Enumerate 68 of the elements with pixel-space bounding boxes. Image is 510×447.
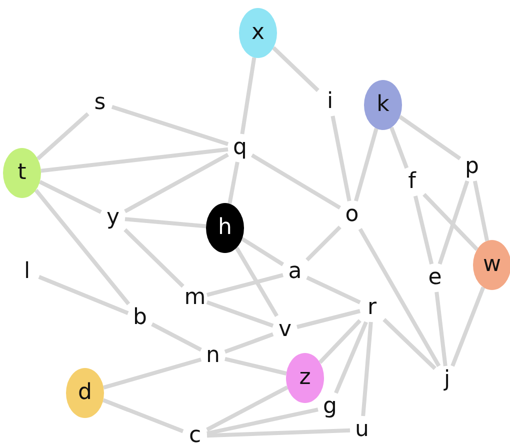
edge-line xyxy=(354,128,378,202)
edge-line xyxy=(450,286,486,367)
edge-line xyxy=(422,193,479,251)
edge-line xyxy=(361,322,373,416)
edge-line xyxy=(382,318,436,370)
edge-line xyxy=(228,162,240,204)
node-label: r xyxy=(360,294,384,322)
edge-line xyxy=(151,322,202,352)
node-label: q xyxy=(228,134,252,162)
edge-line xyxy=(224,332,274,354)
edge-line xyxy=(124,217,206,228)
edge-line xyxy=(358,228,441,367)
edge-line xyxy=(206,300,274,328)
edge-line xyxy=(234,246,279,318)
edge-line xyxy=(334,321,368,394)
node-label: y xyxy=(101,204,125,232)
edge-line xyxy=(224,356,287,376)
graph-node: z xyxy=(286,353,324,403)
node-label: l xyxy=(15,258,39,286)
edge-line xyxy=(38,275,129,315)
node-label: f xyxy=(400,168,424,196)
edge-line xyxy=(434,292,448,366)
edge-line xyxy=(390,126,409,169)
edge-line xyxy=(240,57,256,134)
graph-node: h xyxy=(206,203,244,253)
edge-line xyxy=(103,358,202,390)
node-label: p xyxy=(460,153,484,181)
edge-line xyxy=(206,408,318,436)
edge-line xyxy=(413,196,434,264)
graph-node: x xyxy=(239,8,277,58)
node-label: b xyxy=(128,304,152,332)
node-label: j xyxy=(435,366,459,394)
node-label: n xyxy=(201,342,225,370)
graph-node: t xyxy=(3,148,41,198)
edge-line xyxy=(38,180,102,214)
edge-line xyxy=(250,153,342,210)
edge-line xyxy=(40,147,228,173)
node-label: v xyxy=(273,316,297,344)
edge-line xyxy=(438,180,470,265)
node-label: u xyxy=(350,416,374,444)
edge-line xyxy=(241,237,284,266)
edge-line xyxy=(111,105,229,146)
node-label: i xyxy=(318,88,342,116)
edge-line xyxy=(124,152,229,214)
node-label: e xyxy=(423,264,447,292)
graph-node: k xyxy=(364,80,402,130)
node-label: m xyxy=(183,284,207,312)
node-label: o xyxy=(340,201,364,229)
edge-line xyxy=(398,115,462,160)
edge-line xyxy=(472,180,490,242)
edge-line xyxy=(206,273,284,297)
edge-line xyxy=(272,46,320,92)
edge-line xyxy=(34,188,130,306)
edge-line xyxy=(102,398,184,434)
edge-line xyxy=(296,309,360,329)
edge-line xyxy=(306,226,342,262)
edge-line xyxy=(36,112,90,160)
edge-line xyxy=(318,319,362,364)
node-label: a xyxy=(283,258,307,286)
edge-line xyxy=(206,386,288,432)
node-label: s xyxy=(88,89,112,117)
graph-node: w xyxy=(473,240,510,290)
edge-line xyxy=(330,116,352,202)
edge-line xyxy=(306,276,361,304)
edge-line xyxy=(206,428,350,438)
node-label: c xyxy=(183,422,207,447)
edge-line xyxy=(124,228,184,288)
graph-node: d xyxy=(66,368,104,418)
